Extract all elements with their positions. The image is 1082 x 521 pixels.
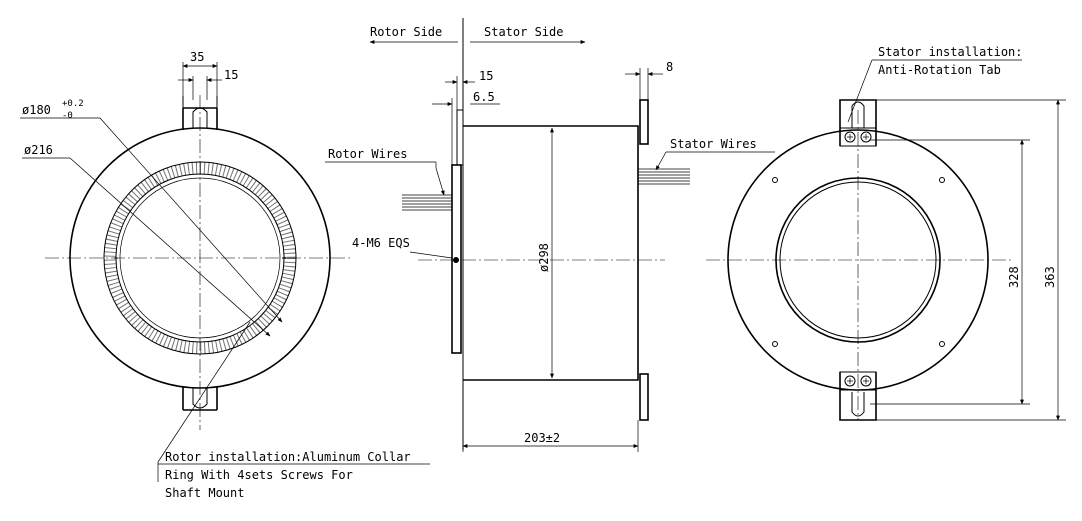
rotor-install-line2: Ring With 4sets Screws For: [165, 468, 353, 482]
label-rotor-side: Rotor Side: [370, 25, 442, 39]
dim-8: 8: [666, 60, 673, 74]
label-stator-side: Stator Side: [484, 25, 563, 39]
dim-15-left: 15: [224, 68, 238, 82]
collar-hatch: [104, 162, 296, 354]
dim-d180-tol-dn: -0: [62, 111, 73, 121]
right-bottom-tab: [839, 371, 877, 421]
dim-6-5: 6.5: [473, 90, 495, 104]
dim-363: 363: [1043, 266, 1057, 288]
right-view: Stator installation: Anti-Rotation Tab 3…: [706, 45, 1066, 421]
rotor-install-line3: Shaft Mount: [165, 486, 244, 500]
middle-view: Rotor Side Stator Side 4-M6 EQS Rotor Wi…: [325, 18, 775, 452]
right-top-tab: [839, 99, 877, 147]
stator-tab-bottom: [639, 373, 649, 421]
dim-35: 35: [190, 50, 204, 64]
dim-328: 328: [1007, 266, 1021, 288]
stator-wires: [638, 151, 775, 185]
stator-install-line1: Stator installation:: [878, 45, 1023, 59]
label-bolts: 4-M6 EQS: [352, 236, 410, 250]
rotor-wires: [325, 161, 452, 211]
label-rotor-wires: Rotor Wires: [328, 147, 407, 161]
left-view: 35 15 ø180 +0.2 -0 ø216 Rotor installati…: [20, 50, 430, 500]
dim-d180-tol-up: +0.2: [62, 99, 84, 109]
stator-install-line2: Anti-Rotation Tab: [878, 63, 1001, 77]
dim-d216: ø216: [24, 143, 53, 157]
dim-203: 203±2: [524, 431, 560, 445]
stator-tab-top: [639, 99, 649, 145]
rotor-install-line1: Rotor installation:Aluminum Collar: [165, 450, 411, 464]
label-stator-wires: Stator Wires: [670, 137, 757, 151]
left-outer-circle: [69, 127, 331, 389]
dim-d298: ø298: [537, 243, 551, 272]
bore-circle: [119, 177, 281, 339]
dim-15-mid: 15: [479, 69, 493, 83]
left-bottom-tab: [182, 386, 218, 411]
dim-d180: ø180: [22, 103, 51, 117]
right-bore-outer: [775, 177, 941, 343]
right-bore-inner: [779, 181, 937, 339]
stator-body: [463, 125, 639, 381]
